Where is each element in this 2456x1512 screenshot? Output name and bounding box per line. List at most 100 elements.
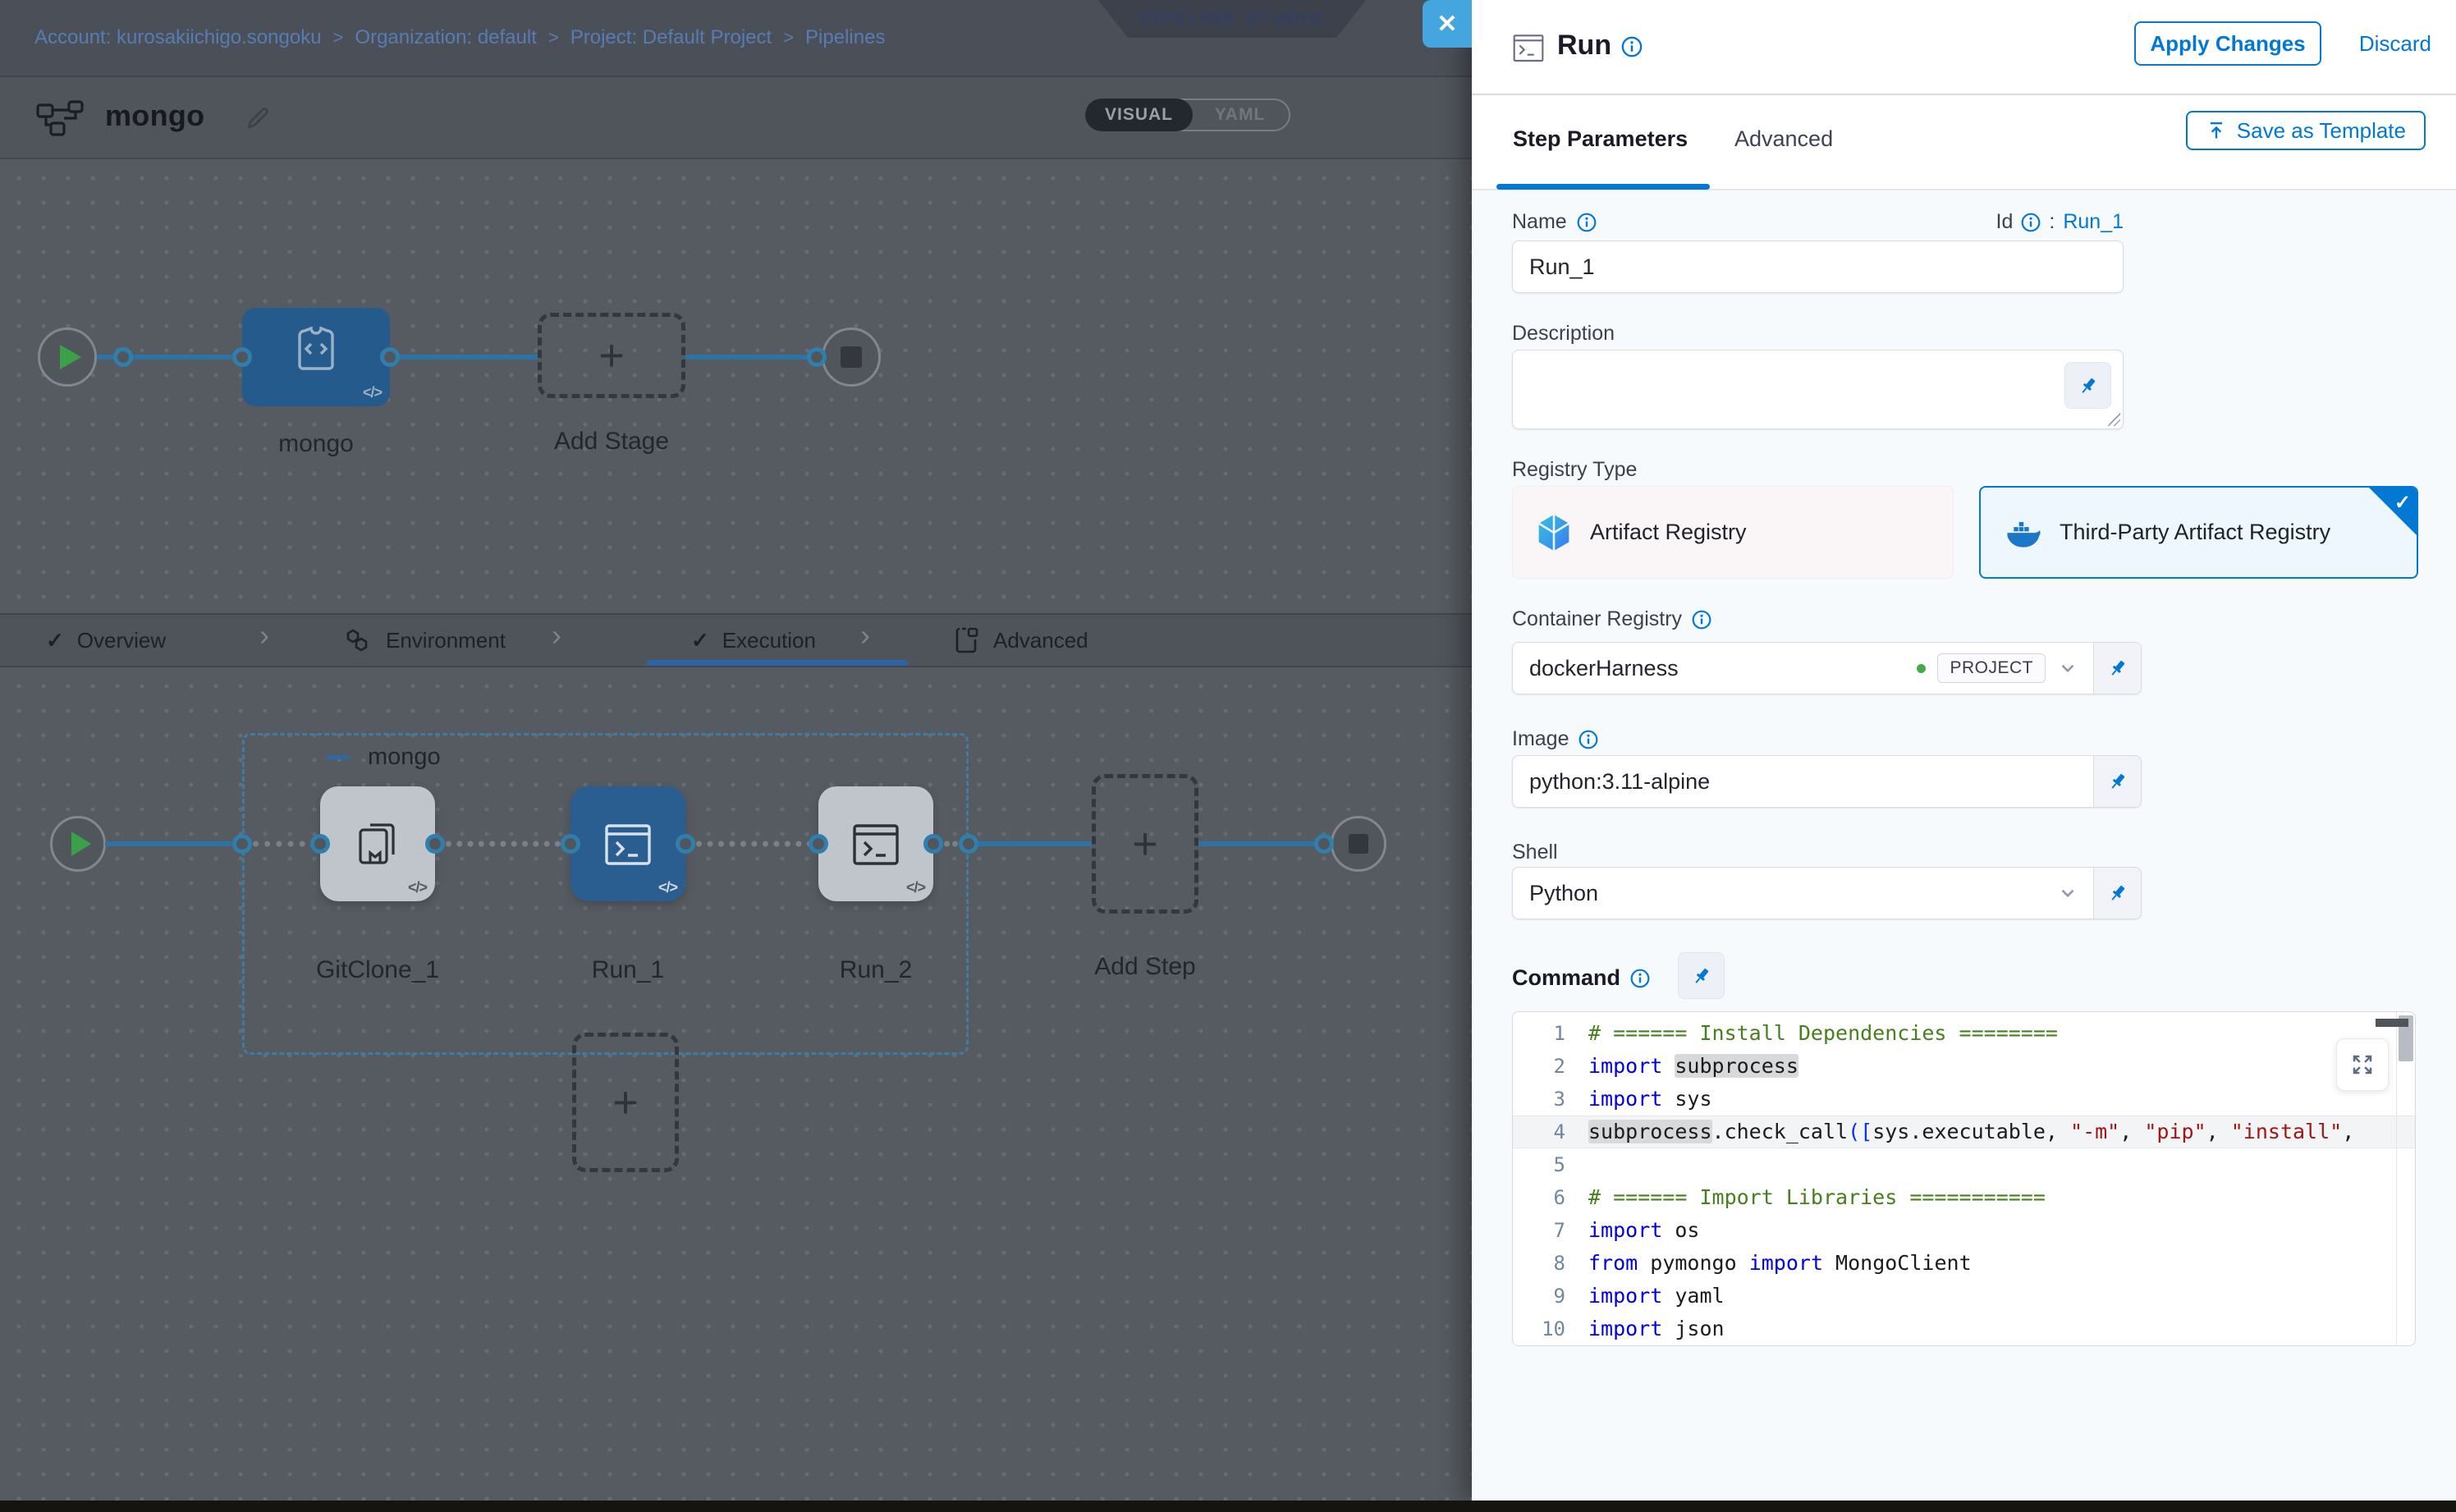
discard-button[interactable]: Discard — [2359, 31, 2431, 57]
line-number: 4 — [1513, 1116, 1588, 1148]
breadcrumb-separator: > — [548, 27, 559, 48]
toggle-yaml[interactable]: YAML — [1191, 100, 1289, 130]
line-number: 8 — [1513, 1247, 1588, 1280]
code-line[interactable]: 1# ====== Install Dependencies ======== — [1513, 1017, 2415, 1050]
breadcrumb-separator: > — [333, 27, 344, 48]
pipeline-studio-background: Account: kurosakiichigo.songoku > Organi… — [0, 0, 1472, 1512]
line-number: 9 — [1513, 1280, 1588, 1313]
connector-status-dot — [1917, 664, 1926, 673]
breadcrumb: Account: kurosakiichigo.songoku > Organi… — [34, 0, 885, 76]
code-line[interactable]: 7import os — [1513, 1214, 2415, 1247]
code-line[interactable]: 6# ====== Import Libraries =========== — [1513, 1181, 2415, 1214]
stage-node-mongo[interactable]: </> — [242, 308, 390, 406]
stop-icon — [841, 346, 862, 368]
save-as-template-button[interactable]: Save as Template — [2186, 111, 2426, 150]
container-registry-label: Container Registry — [1512, 607, 1711, 631]
terminal-icon — [602, 819, 654, 868]
info-icon[interactable] — [1579, 730, 1598, 749]
apply-changes-button[interactable]: Apply Changes — [2134, 21, 2321, 66]
add-step-button[interactable]: + — [1092, 774, 1198, 914]
id-value[interactable]: Run_1 — [2063, 210, 2124, 234]
collapse-group-icon[interactable] — [327, 755, 350, 759]
shell-select[interactable]: Python — [1512, 867, 2142, 919]
container-registry-value: dockerHarness — [1529, 656, 1679, 681]
step-label: GitClone_1 — [316, 956, 439, 984]
add-stage-button[interactable]: + — [538, 313, 685, 398]
name-input[interactable]: Run_1 — [1512, 241, 2124, 293]
code-line[interactable]: 5 — [1513, 1148, 2415, 1181]
command-code-editor[interactable]: 1# ====== Install Dependencies ========2… — [1512, 1011, 2416, 1346]
editor-overview-mark — [2376, 1019, 2408, 1027]
expand-editor-button[interactable] — [2336, 1038, 2389, 1091]
registry-option-third-party[interactable]: Third-Party Artifact Registry ✓ — [1979, 486, 2418, 579]
check-icon: ✓ — [691, 628, 709, 653]
tab-execution[interactable]: ✓ Execution — [691, 615, 816, 666]
toggle-visual[interactable]: VISUAL — [1085, 99, 1193, 131]
line-number: 7 — [1513, 1214, 1588, 1247]
graph-port — [923, 834, 943, 854]
container-registry-field[interactable]: dockerHarness PROJECT — [1512, 642, 2142, 694]
chevron-right-icon: › — [259, 618, 269, 653]
visual-yaml-toggle: VISUAL YAML — [1085, 99, 1290, 131]
breadcrumb-account[interactable]: Account: kurosakiichigo.songoku — [34, 26, 322, 49]
pin-runtime-input-button[interactable] — [2093, 756, 2141, 807]
description-textarea[interactable] — [1512, 350, 2124, 429]
pin-runtime-input-button[interactable] — [2093, 643, 2141, 694]
step-label: Run_1 — [592, 956, 664, 984]
code-badge-icon: </> — [408, 879, 427, 896]
step-node-run-2[interactable]: </> — [818, 786, 933, 901]
pin-runtime-input-button[interactable] — [2093, 868, 2141, 919]
registry-option-artifact[interactable]: Artifact Registry — [1512, 486, 1954, 579]
tab-environment[interactable]: Environment — [345, 615, 506, 666]
chevron-down-icon[interactable] — [2057, 657, 2078, 679]
code-line[interactable]: 10import json — [1513, 1313, 2415, 1345]
active-tab-underline — [1496, 184, 1710, 190]
image-value: python:3.11-alpine — [1529, 769, 1710, 795]
breadcrumb-pipelines[interactable]: Pipelines — [805, 26, 885, 49]
code-text: import os — [1588, 1214, 2415, 1247]
edit-pencil-icon[interactable] — [243, 103, 273, 133]
info-icon[interactable] — [1630, 969, 1650, 988]
breadcrumb-organization[interactable]: Organization: default — [355, 26, 536, 49]
tab-advanced[interactable]: Advanced — [952, 615, 1088, 666]
code-line[interactable]: 9import yaml — [1513, 1280, 2415, 1313]
tab-label: Execution — [722, 628, 816, 653]
tab-label: Overview — [77, 628, 166, 653]
step-id-line: Id : Run_1 — [1512, 210, 2124, 234]
tab-overview[interactable]: ✓ Overview — [46, 615, 166, 666]
git-clone-icon — [351, 815, 405, 873]
code-text: import yaml — [1588, 1280, 2415, 1313]
code-line[interactable]: 4subprocess.check_call([sys.executable, … — [1513, 1116, 2415, 1148]
code-line[interactable]: 8from pymongo import MongoClient — [1513, 1247, 2415, 1280]
code-badge-icon: </> — [658, 879, 677, 896]
code-line[interactable]: 2import subprocess — [1513, 1050, 2415, 1083]
chevron-down-icon[interactable] — [2057, 882, 2078, 904]
graph-port — [561, 834, 580, 854]
line-number: 10 — [1513, 1313, 1588, 1345]
add-step-below-button[interactable]: + — [572, 1033, 679, 1172]
info-icon[interactable] — [1692, 610, 1711, 630]
stop-icon — [1349, 834, 1368, 854]
breadcrumb-project[interactable]: Project: Default Project — [570, 26, 772, 49]
terminal-icon — [1510, 31, 1546, 64]
close-panel-button[interactable]: ✕ — [1423, 0, 1472, 48]
pipeline-studio-badge: PIPELINE STUDIO — [1098, 0, 1366, 38]
step-node-gitclone-1[interactable]: </> — [320, 786, 435, 901]
resize-handle[interactable] — [2107, 413, 2120, 426]
image-field[interactable]: python:3.11-alpine — [1512, 755, 2142, 808]
tab-advanced[interactable]: Advanced — [1734, 126, 1833, 152]
pin-runtime-input-button[interactable] — [2064, 362, 2111, 409]
panel-title: Run — [1557, 30, 1611, 62]
save-as-template-label: Save as Template — [2237, 118, 2406, 144]
pin-runtime-input-button[interactable] — [1678, 952, 1725, 999]
check-icon: ✓ — [46, 628, 64, 653]
tab-step-parameters[interactable]: Step Parameters — [1513, 126, 1688, 152]
pushpin-icon — [2077, 374, 2100, 397]
panel-tab-bar: Step Parameters Advanced Save as Templat… — [1472, 95, 2456, 190]
tab-label: Advanced — [993, 628, 1088, 653]
code-line[interactable]: 3import sys — [1513, 1083, 2415, 1116]
step-node-run-1[interactable]: </> — [570, 786, 685, 901]
breadcrumb-separator: > — [783, 27, 794, 48]
info-icon[interactable] — [1621, 36, 1643, 57]
info-icon[interactable] — [2021, 213, 2041, 232]
